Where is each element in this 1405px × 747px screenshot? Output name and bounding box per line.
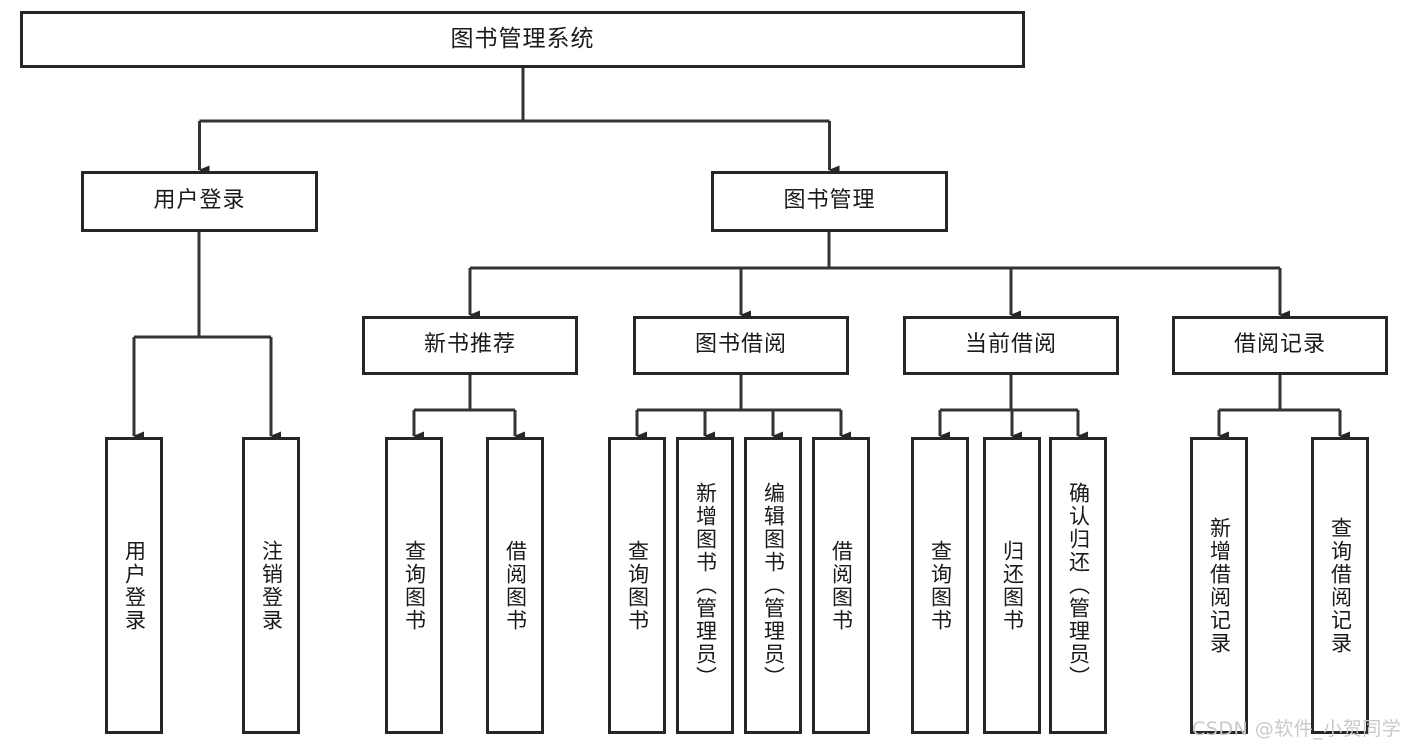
- node-leaf-3[interactable]: 查询图书: [385, 437, 443, 734]
- node-records[interactable]: 借阅记录: [1172, 316, 1388, 375]
- node-label: 归还图书: [1000, 539, 1025, 632]
- node-label: 新增图书（管理员）: [693, 482, 718, 689]
- node-bookmgmt[interactable]: 图书管理: [711, 171, 948, 232]
- node-label: 查询图书: [928, 539, 953, 632]
- node-leaf-9[interactable]: 查询图书: [911, 437, 969, 734]
- node-leaf-12[interactable]: 新增借阅记录: [1190, 437, 1248, 734]
- node-label: 用户登录: [122, 539, 147, 632]
- node-label: 图书借阅: [694, 332, 787, 358]
- node-current[interactable]: 当前借阅: [903, 316, 1119, 375]
- node-label: 新书推荐: [423, 332, 516, 358]
- node-leaf-10[interactable]: 归还图书: [983, 437, 1041, 734]
- node-label: 借阅图书: [503, 539, 528, 632]
- node-label: 确认归还（管理员）: [1066, 482, 1091, 689]
- node-login[interactable]: 用户登录: [81, 171, 318, 232]
- node-newbook[interactable]: 新书推荐: [362, 316, 578, 375]
- node-borrow[interactable]: 图书借阅: [633, 316, 849, 375]
- node-leaf-2[interactable]: 注销登录: [242, 437, 300, 734]
- node-label: 图书管理: [783, 188, 876, 214]
- node-root[interactable]: 图书管理系统: [20, 11, 1025, 68]
- node-label: 当前借阅: [964, 332, 1057, 358]
- node-label: 注销登录: [259, 539, 284, 632]
- node-leaf-6[interactable]: 新增图书（管理员）: [676, 437, 734, 734]
- node-leaf-11[interactable]: 确认归还（管理员）: [1049, 437, 1107, 734]
- node-leaf-1[interactable]: 用户登录: [105, 437, 163, 734]
- node-label: 借阅记录: [1233, 332, 1326, 358]
- node-label: 图书管理系统: [450, 25, 595, 52]
- node-label: 查询借阅记录: [1328, 516, 1353, 655]
- node-leaf-8[interactable]: 借阅图书: [812, 437, 870, 734]
- node-label: 查询图书: [625, 539, 650, 632]
- node-label: 查询图书: [402, 539, 427, 632]
- edge-group: [132, 68, 1350, 441]
- node-label: 编辑图书（管理员）: [761, 482, 786, 689]
- node-label: 用户登录: [153, 188, 246, 214]
- node-leaf-13[interactable]: 查询借阅记录: [1311, 437, 1369, 734]
- node-label: 新增借阅记录: [1207, 516, 1232, 655]
- node-leaf-7[interactable]: 编辑图书（管理员）: [744, 437, 802, 734]
- node-leaf-5[interactable]: 查询图书: [608, 437, 666, 734]
- node-leaf-4[interactable]: 借阅图书: [486, 437, 544, 734]
- node-label: 借阅图书: [829, 539, 854, 632]
